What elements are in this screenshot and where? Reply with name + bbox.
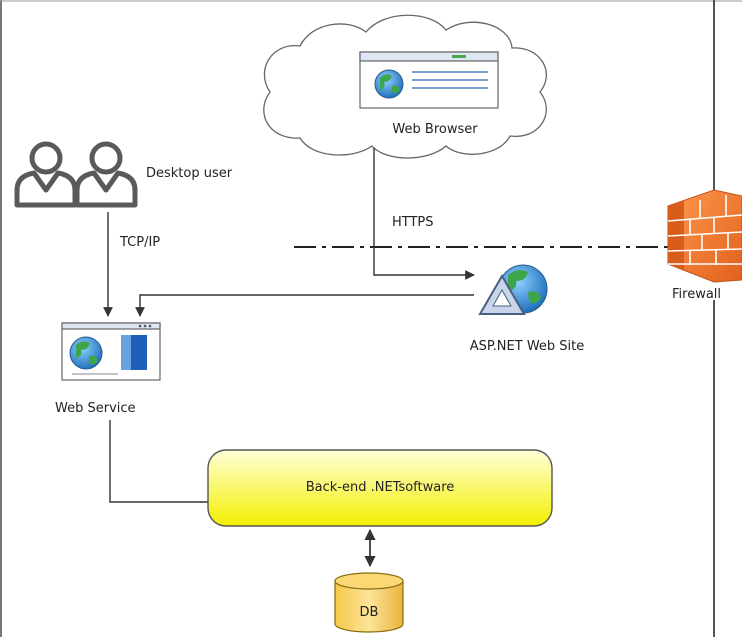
browser-window-globe-icon	[359, 51, 499, 109]
firewall-label: Firewall	[672, 287, 721, 302]
connector-service-to-backend	[109, 420, 208, 503]
db-label: DB	[360, 605, 379, 620]
brick-wall-icon	[667, 189, 742, 283]
tcpip-label: TCP/IP	[119, 235, 160, 250]
database-cylinder-icon	[334, 572, 404, 633]
connector-asp-to-service	[135, 294, 474, 317]
asp-site-label: ASP.NET Web Site	[470, 339, 585, 354]
https-label: HTTPS	[392, 215, 434, 230]
web-service-label: Web Service	[55, 401, 136, 416]
backend-box	[207, 449, 553, 527]
web-browser-label: Web Browser	[392, 122, 478, 137]
service-window-globe-icon	[61, 322, 161, 381]
backend-label: Back-end .NETsoftware	[306, 480, 455, 495]
globe-triangle-icon	[478, 264, 548, 315]
two-users-icon	[14, 141, 138, 208]
desktop-user-label: Desktop user	[146, 166, 233, 181]
connector-browser-to-asp	[373, 148, 475, 280]
